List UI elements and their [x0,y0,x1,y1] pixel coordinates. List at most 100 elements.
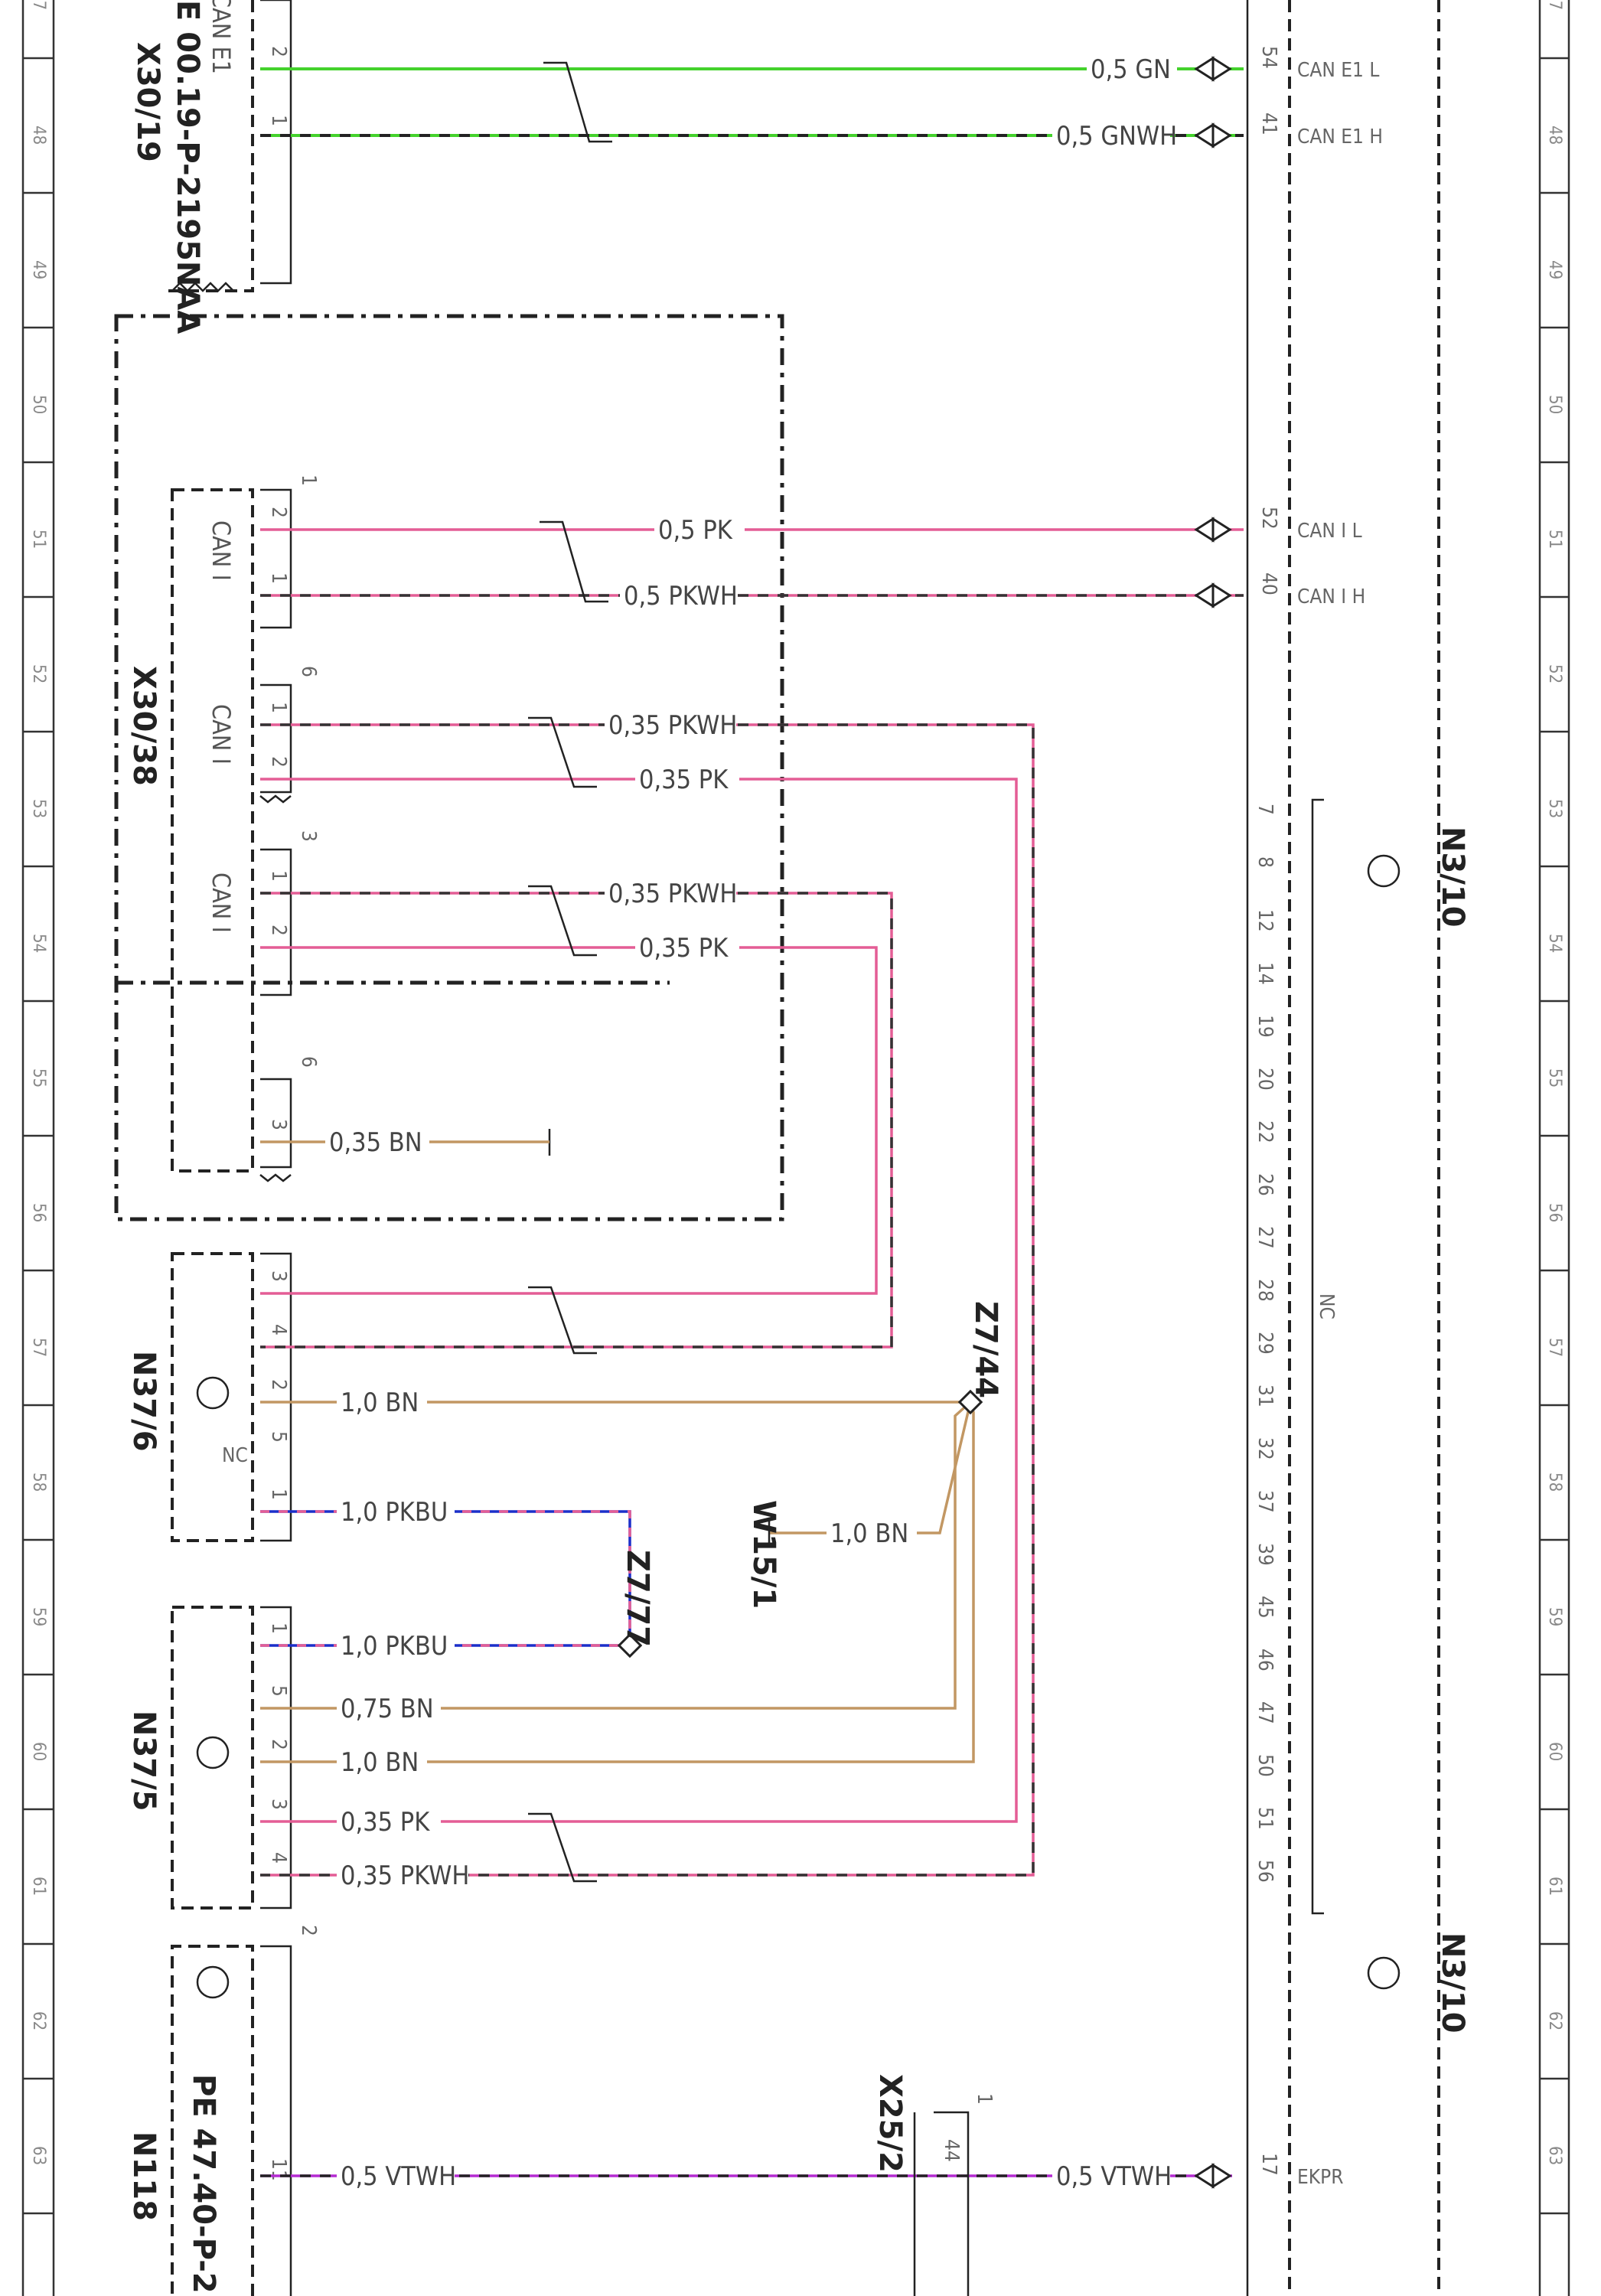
svg-text:X30/19: X30/19 [130,42,165,162]
right-grid-strip [1538,0,1570,2296]
n3-10-pin: 51 [1254,1807,1277,1830]
n37-6-nc: NC [222,1444,248,1467]
n3-10-pin: 47 [1254,1701,1277,1724]
x30-38-pin-c-top: 3 [297,830,320,842]
grid-number-left: 50 [29,395,48,414]
n3-10-control-unit: N3/10 N3/10 NC [1246,0,1470,2296]
x30-19-can-label: CAN E1 [207,0,236,74]
n37-6-transistor-icon [196,1376,230,1410]
grid-number-right: 61 [1545,1877,1564,1896]
wire-label: 1,0 PKBU [341,1631,448,1662]
wire-label: 0,5 PK [658,515,733,546]
x30-19-pin-1: 1 [267,115,290,126]
n3-10-pin: 46 [1254,1649,1277,1671]
x25-2-connector: X25/2 44 1 [872,2074,996,2296]
n3-10-id-top: N3/10 [1435,827,1470,928]
wire-label: 0,35 PKWH [608,710,737,741]
wire-label: 0,5 VTWH [1056,2161,1172,2192]
grid-number-right: 48 [1545,126,1564,145]
left-grid-strip [21,0,55,2296]
module-pin: 4 [267,1324,290,1336]
x30-38-pin-b-top: 6 [297,666,320,677]
w15-1-ground: W15/1 [746,1500,781,1609]
module-pin: 5 [267,1685,290,1697]
n37-5-id: N37/5 [126,1711,161,1812]
wire-label: 0,35 PK [639,765,729,795]
wire-label: 1,0 PKBU [341,1497,448,1528]
right-connector-label: EKPR [1297,2166,1343,2189]
n3-10-pin: 20 [1254,1068,1277,1091]
n3-10-pin: 32 [1254,1437,1277,1460]
grid-number-left: 61 [29,1877,48,1896]
grid-number-right: 53 [1545,799,1564,818]
grid-number-left: 51 [29,530,48,549]
grid-number-right: 55 [1545,1068,1564,1088]
n118-ref: PE 47.40-P-210 [186,2074,221,2296]
wire-label: 0,35 BN [329,1127,422,1158]
x30-38-can-b: CAN I [207,704,236,765]
module-pin: 2 [267,507,290,518]
grid-number-left: 53 [29,799,48,818]
wire-pkbu-a [260,1510,631,1645]
module-pin: 5 [267,1431,290,1443]
n118-pin-11: 11 [267,2158,290,2181]
wire-pkwh-035-c [260,892,893,1349]
n3-10-pin: 31 [1254,1384,1277,1407]
code-920-box [114,314,784,1221]
module-pin: 3 [267,1119,290,1130]
grid-number-right: 49 [1545,260,1564,279]
grid-number-right: 47 [1545,0,1564,10]
n37-5-transistor-icon [196,1736,230,1769]
module-pin: 2 [267,1379,290,1391]
n3-10-nc: NC [1315,1293,1338,1319]
n3-10-transistor-icon-top [1367,854,1400,888]
x30-38-pin-d-top: 6 [297,1056,320,1068]
module-pin: 3 [267,1270,290,1282]
wire-label: 0,35 PKWH [608,879,737,909]
n3-10-pin: 12 [1254,909,1277,932]
grid-number-left: 63 [29,2146,48,2165]
x30-19-pin-2: 2 [267,46,290,57]
n3-10-pin: 56 [1254,1860,1277,1883]
grid-number-right: 51 [1545,530,1564,549]
right-connector-pin: 54 [1257,46,1280,69]
n3-10-pin: 37 [1254,1490,1277,1513]
grid-number-left: 56 [29,1203,48,1222]
module-pin: 1 [267,702,290,713]
module-pin: 3 [267,1799,290,1810]
wire-label: 1,0 BN [830,1518,908,1549]
x30-19-connector: X30/19 E 00.19-P-2195NAA CAN E1 2 1 [130,0,292,334]
n3-10-id-bottom: N3/10 [1435,1932,1470,2033]
grid-number-right: 63 [1545,2146,1564,2165]
n3-10-pin: 14 [1254,962,1277,985]
n3-10-pin: 8 [1254,856,1277,868]
wire-label: 0,5 GN [1091,54,1171,85]
n3-10-pin: 28 [1254,1279,1277,1302]
wire-label: 0,75 BN [341,1694,434,1724]
right-connector-pin: 40 [1257,572,1280,595]
n3-10-pin: 50 [1254,1754,1277,1777]
right-connector-pin: 41 [1257,113,1280,135]
z7-77-id: Z7/77 [620,1550,655,1647]
grid-number-left: 57 [29,1338,48,1357]
grid-number-left: 47 [29,0,48,10]
wire-label: 0,35 PK [639,933,729,964]
n37-5-module: N37/5 [126,1606,292,1910]
module-pin: 1 [267,1623,290,1634]
module-pin: 1 [267,572,290,584]
z7-44-junction: Z7/44 [957,1301,1003,1415]
n118-id: N118 [126,2131,161,2221]
n3-10-pin: 27 [1254,1226,1277,1249]
wire-bn-10-w15 [769,1401,972,1534]
n3-10-transistor-icon-bottom [1367,1956,1400,1990]
n3-10-pin: 39 [1254,1543,1277,1566]
module-pin: 4 [267,1852,290,1864]
grid-number-right: 60 [1545,1742,1564,1761]
n118-pin-top: 2 [297,1925,320,1936]
